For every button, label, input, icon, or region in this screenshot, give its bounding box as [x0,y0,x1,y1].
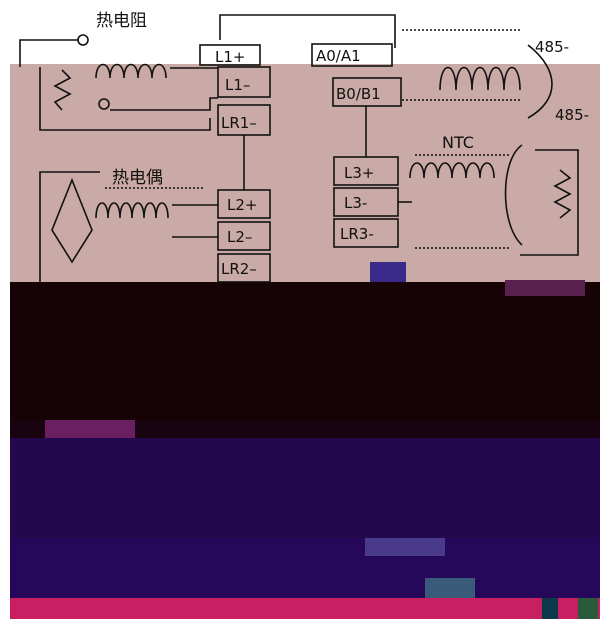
terminal-b0b1: B0/B1 [336,85,381,103]
terminal-a0a1: A0/A1 [316,47,361,65]
artifact-block [425,578,475,598]
ntc-frame [520,149,579,256]
rs485-cable-coil [439,66,521,91]
terminal-a0a1-box [311,43,393,67]
rtd-cable-coil [95,63,167,79]
terminal-lr1: LR1– [221,114,257,132]
terminal-b0b1-box [332,77,402,107]
navy-band [10,438,600,538]
terminal-lr3: LR3- [340,225,374,243]
rs485-a-label: 485- [535,38,569,56]
artifact-block [370,262,406,282]
terminal-l3-minus: L3- [344,194,367,212]
thermocouple-label: 热电偶 [112,168,163,188]
terminal-l3-plus: L3+ [344,164,374,182]
tc-cable-coil [95,202,169,219]
ntc-label: NTC [442,133,474,152]
rtd-node-top [77,34,89,46]
tc-frame [39,171,100,282]
artifact-block [578,598,598,619]
black-band [10,282,600,420]
terminal-lr2: LR2– [221,260,257,278]
navy-band-lower [10,538,600,598]
tc-junction-symbol [51,177,93,264]
top-jumper [219,14,396,48]
artifact-block [505,280,585,296]
ntc-bracket [504,144,523,246]
rtd-frame [39,67,211,131]
terminal-l2-minus: L2– [227,228,252,246]
ntc-resistor-symbol [553,169,572,219]
terminal-l2-minus-box [217,221,271,251]
rtd-lead-top [19,39,78,67]
terminal-l1-plus: L1+ [215,48,245,66]
rtd-label: 热电阻 [96,11,147,31]
rtd-node-bottom [98,98,110,110]
rtd-lead-lr [110,97,218,111]
magenta-band [10,598,600,619]
terminal-l1-minus-box [217,66,271,98]
rs485-b-label: 485- [555,106,589,124]
rs485-bracket [527,44,553,119]
terminal-l1-minus: L1– [225,76,250,94]
artifact-block [542,598,558,619]
terminal-l1-plus-box [199,44,261,66]
terminal-l2-plus: L2+ [227,196,257,214]
artifact-block [45,420,135,438]
terminal-lr2-box [217,253,271,283]
dark-band [10,420,600,438]
ntc-cable-coil [409,162,495,179]
rtd-resistor-symbol [53,69,72,111]
artifact-block [365,538,445,556]
terminal-lr3-box [333,218,399,248]
terminal-l2-plus-box [217,189,271,219]
